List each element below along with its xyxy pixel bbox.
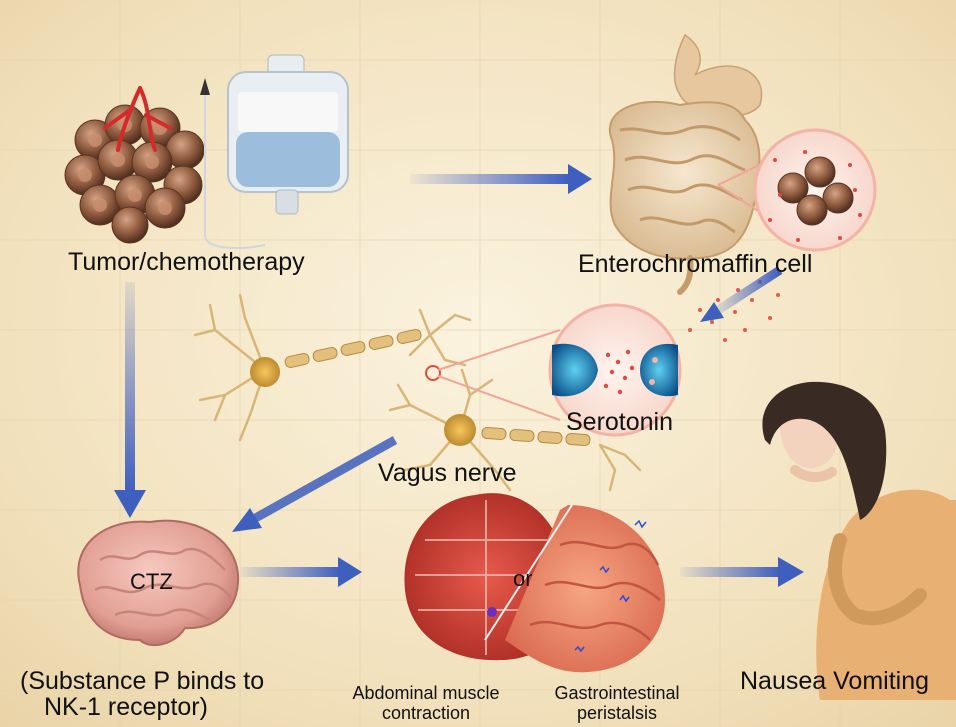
gi-line2: peristalsis	[542, 703, 692, 723]
vagus-nerve-label: Vagus nerve	[378, 459, 517, 488]
substance-p-line1: (Substance P binds to	[20, 668, 264, 694]
gastrointestinal-label: Gastrointestinal peristalsis	[542, 683, 692, 723]
serotonin-label: Serotonin	[566, 408, 673, 437]
abdominal-muscle-label: Abdominal muscle contraction	[346, 683, 506, 723]
gi-line1: Gastrointestinal	[542, 683, 692, 703]
enterochromaffin-cell-label: Enterochromaffin cell	[578, 250, 812, 279]
substance-p-line2: NK-1 receptor)	[20, 694, 264, 720]
abdominal-line1: Abdominal muscle	[346, 683, 506, 703]
substance-p-label: (Substance P binds to NK-1 receptor)	[20, 668, 264, 720]
ctz-label: CTZ	[130, 569, 173, 595]
nausea-vomiting-label: Nausea Vomiting	[740, 667, 929, 696]
tumor-chemotherapy-label: Tumor/chemotherapy	[68, 248, 305, 277]
abdominal-line2: contraction	[346, 703, 506, 723]
or-label: or	[513, 566, 533, 592]
